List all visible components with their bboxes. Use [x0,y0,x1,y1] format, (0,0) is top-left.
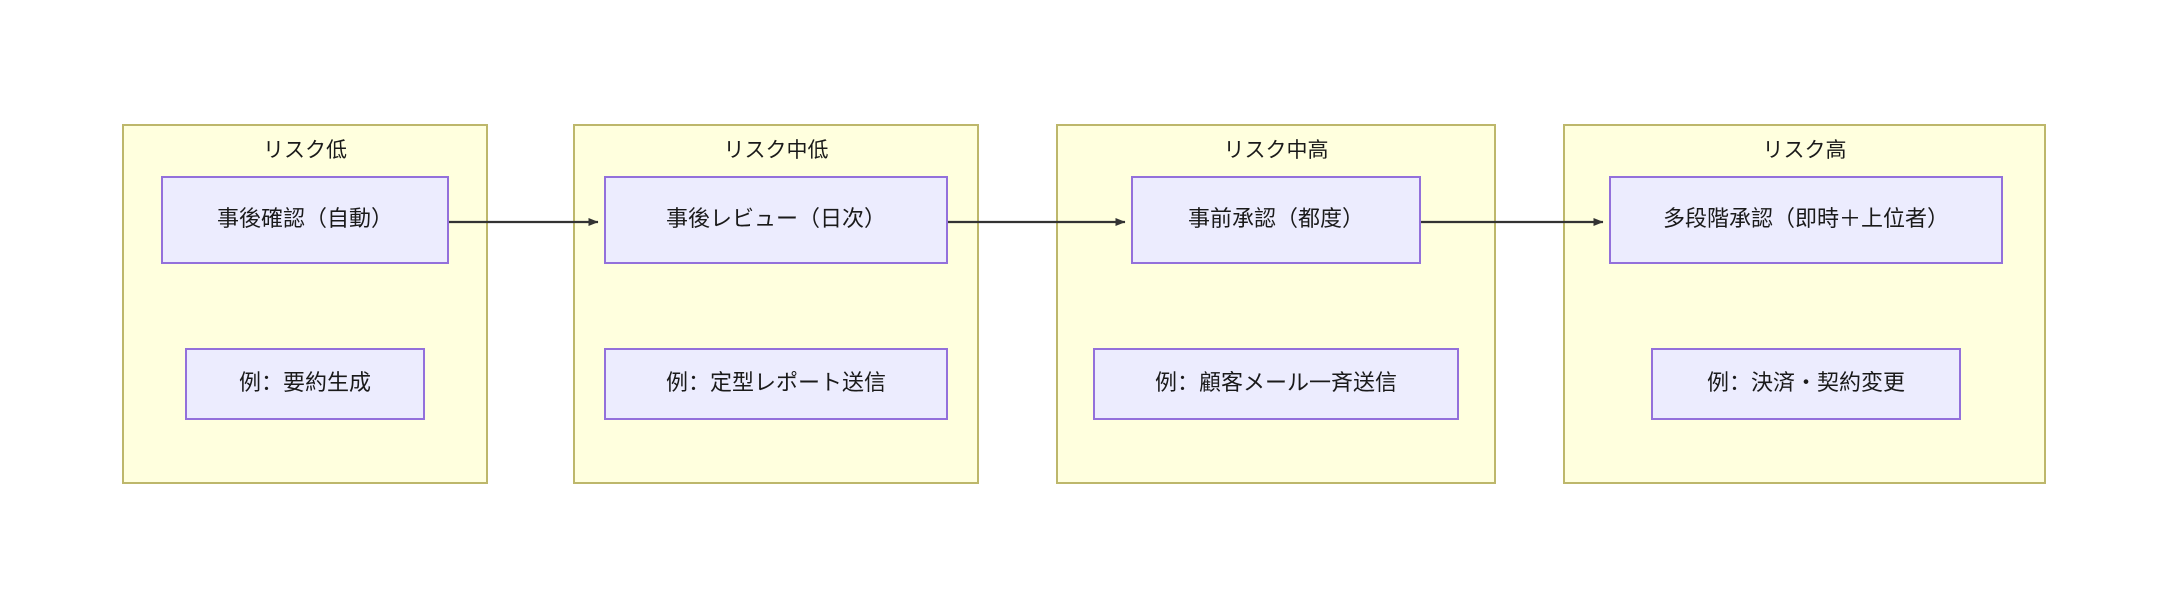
node-action-risk-high-label: 多段階承認（即時＋上位者） [1662,206,1949,232]
node-example-risk-low-label: 例：要約生成 [238,370,371,396]
node-example-risk-high-label: 例：決済・契約変更 [1706,370,1905,396]
cluster-title-risk-high: リスク高 [1762,138,1847,162]
cluster-title-risk-mid-low: リスク中低 [723,138,829,162]
node-action-risk-mid-high[interactable]: 事前承認（都度） [1131,176,1421,264]
node-action-risk-mid-low-label: 事後レビュー（日次） [665,206,886,232]
node-example-risk-mid-low[interactable]: 例：定型レポート送信 [604,348,948,420]
node-action-risk-low[interactable]: 事後確認（自動） [161,176,449,264]
node-example-risk-mid-high-label: 例：顧客メール一斉送信 [1154,370,1397,396]
cluster-title-risk-mid-high: リスク中高 [1223,138,1329,162]
node-example-risk-mid-high[interactable]: 例：顧客メール一斉送信 [1093,348,1459,420]
node-action-risk-mid-low[interactable]: 事後レビュー（日次） [604,176,948,264]
node-action-risk-low-label: 事後確認（自動） [216,206,393,232]
cluster-title-risk-low: リスク低 [263,138,347,162]
node-example-risk-mid-low-label: 例：定型レポート送信 [665,370,886,396]
node-example-risk-high[interactable]: 例：決済・契約変更 [1651,348,1961,420]
node-example-risk-low[interactable]: 例：要約生成 [185,348,425,420]
node-action-risk-mid-high-label: 事前承認（都度） [1187,206,1364,232]
node-action-risk-high[interactable]: 多段階承認（即時＋上位者） [1609,176,2003,264]
